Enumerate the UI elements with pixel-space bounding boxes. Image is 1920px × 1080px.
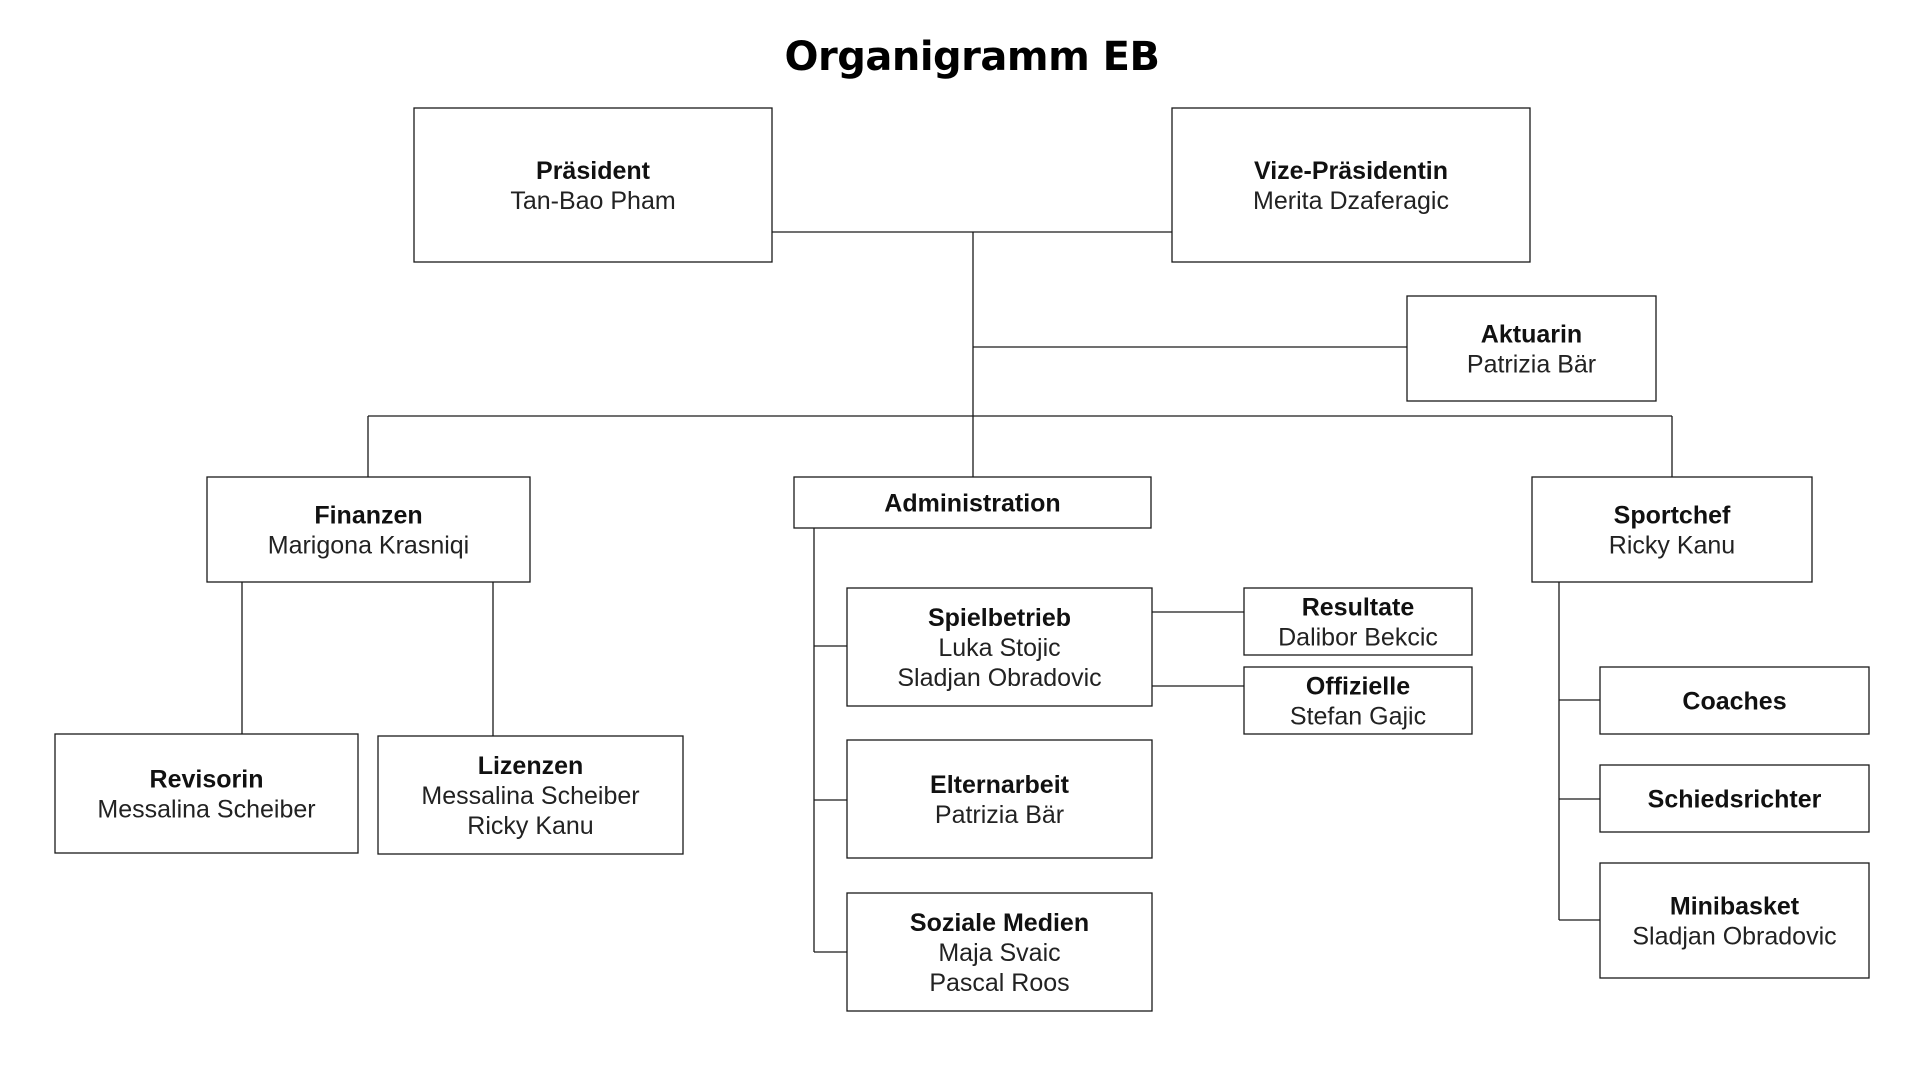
node-person: Stefan Gajic — [1290, 703, 1426, 731]
node-person: Marigona Krasniqi — [268, 532, 470, 560]
node-person: Sladjan Obradovic — [1632, 923, 1836, 951]
node-person: Ricky Kanu — [1609, 532, 1735, 560]
node-title: Aktuarin — [1481, 321, 1582, 349]
node-box — [846, 892, 1153, 1012]
node-person: Patrizia Bär — [1467, 351, 1596, 379]
node-administration: Administration — [793, 476, 1152, 529]
node-box — [846, 739, 1153, 859]
node-box — [206, 476, 531, 583]
node-box — [1599, 764, 1870, 833]
node-title: Lizenzen — [478, 752, 584, 780]
node-title: Sportchef — [1614, 502, 1731, 530]
node-person: Merita Dzaferagic — [1253, 187, 1449, 215]
node-box — [1171, 107, 1531, 263]
node-person: Pascal Roos — [929, 969, 1069, 997]
node-title: Revisorin — [150, 766, 264, 794]
node-title: Administration — [884, 490, 1060, 518]
node-person: Dalibor Bekcic — [1278, 624, 1438, 652]
node-schiedsrichter: Schiedsrichter — [1599, 764, 1870, 833]
node-person: Messalina Scheiber — [97, 796, 315, 824]
node-title: Soziale Medien — [910, 909, 1089, 937]
node-title: Präsident — [536, 157, 651, 185]
node-person: Sladjan Obradovic — [897, 664, 1101, 692]
node-box — [1406, 295, 1657, 402]
node-person: Ricky Kanu — [467, 812, 593, 840]
node-title: Offizielle — [1306, 673, 1410, 701]
node-title: Schiedsrichter — [1648, 786, 1822, 814]
node-box — [413, 107, 773, 263]
node-box — [1243, 587, 1473, 656]
connectors — [241, 231, 1673, 953]
node-person: Luka Stojic — [938, 634, 1060, 662]
node-person: Messalina Scheiber — [421, 782, 639, 810]
node-box — [1243, 666, 1473, 735]
node-box — [793, 476, 1152, 529]
node-box — [54, 733, 359, 854]
node-box — [846, 587, 1153, 707]
node-coaches: Coaches — [1599, 666, 1870, 735]
node-title: Resultate — [1302, 594, 1415, 622]
chart-title: Organigramm EB — [785, 34, 1160, 80]
node-title: Finanzen — [314, 502, 422, 530]
node-box — [1599, 862, 1870, 979]
node-title: Elternarbeit — [930, 771, 1070, 799]
node-person: Patrizia Bär — [935, 801, 1064, 829]
node-person: Tan-Bao Pham — [510, 187, 675, 215]
node-box — [1599, 666, 1870, 735]
node-person: Maja Svaic — [938, 939, 1060, 967]
node-title: Spielbetrieb — [928, 604, 1071, 632]
node-title: Coaches — [1682, 688, 1786, 716]
node-title: Minibasket — [1670, 893, 1800, 921]
node-title: Vize-Präsidentin — [1254, 157, 1448, 185]
node-box — [377, 735, 684, 855]
node-box — [1531, 476, 1813, 583]
